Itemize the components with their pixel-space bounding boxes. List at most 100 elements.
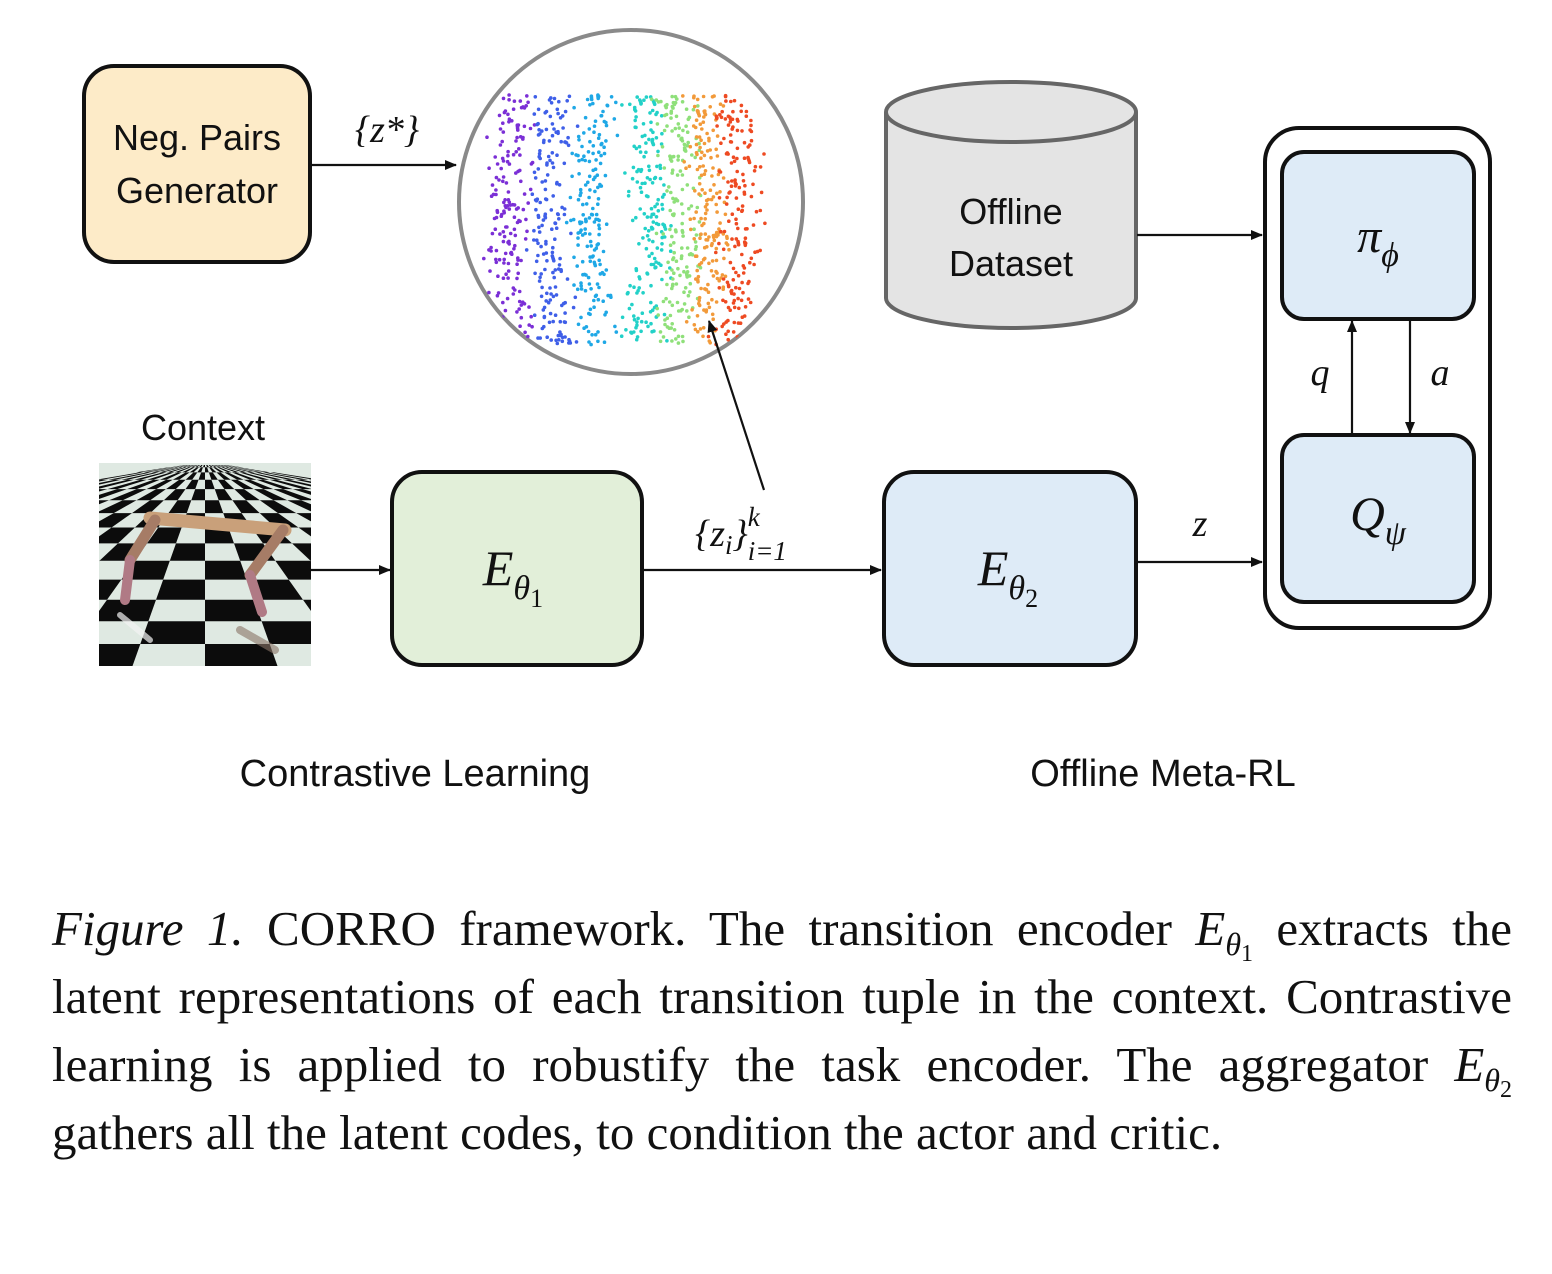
checker-tile: [253, 489, 288, 501]
embedding-point: [724, 320, 728, 324]
embedding-point: [488, 269, 492, 273]
embedding-point: [697, 135, 702, 139]
embedding-point: [512, 227, 517, 232]
embedding-point: [658, 176, 663, 181]
embedding-point: [762, 152, 766, 156]
embedding-point: [542, 138, 546, 143]
checker-tile: [146, 527, 182, 544]
embedding-point: [588, 139, 592, 144]
embedding-point: [682, 142, 687, 147]
embedding-point: [697, 192, 701, 196]
embedding-point: [584, 273, 588, 277]
embedding-point: [587, 216, 592, 220]
embedding-point: [642, 212, 647, 216]
checker-tile: [134, 472, 167, 480]
embedding-point: [669, 159, 674, 163]
embedding-point: [529, 314, 533, 319]
embedding-point: [684, 166, 688, 170]
checker-tile: [224, 472, 244, 480]
embedding-point: [740, 280, 744, 285]
embedding-point: [729, 184, 734, 188]
latents-to-embedding-arrow: [707, 320, 766, 491]
embedding-point: [579, 220, 584, 225]
embedding-point: [592, 130, 596, 134]
offline-dataset-label-line2: Dataset: [949, 243, 1073, 284]
embedding-point: [596, 297, 601, 302]
embedding-point: [707, 136, 711, 141]
embedding-point: [558, 319, 563, 324]
embedding-point: [567, 94, 572, 99]
embedding-point: [502, 338, 506, 342]
embedding-point: [503, 204, 508, 208]
embedding-point: [595, 282, 600, 286]
embedding-point: [639, 319, 644, 324]
checker-tile: [163, 489, 186, 501]
embedding-point: [746, 297, 751, 301]
embedding-point: [648, 111, 652, 115]
embedding-point: [644, 141, 648, 145]
checker-tile: [256, 479, 293, 490]
checker-tile: [165, 479, 186, 490]
embedding-point: [651, 239, 655, 244]
embedding-point: [730, 179, 734, 183]
checker-tile: [205, 479, 215, 490]
checker-tile: [205, 500, 224, 514]
embedding-point: [634, 268, 639, 273]
embedding-point: [553, 268, 558, 272]
embedding-point: [537, 151, 542, 156]
embedding-point: [654, 260, 658, 264]
embedding-point: [693, 247, 698, 251]
checker-tile: [237, 467, 271, 473]
embedding-point: [594, 158, 598, 162]
embedding-point: [734, 217, 738, 221]
caption-text-3: gathers all the latent codes, to conditi…: [52, 1105, 1223, 1160]
embedding-point: [701, 164, 705, 168]
checker-tile: [1240, 644, 1450, 668]
embedding-point: [515, 276, 519, 281]
embedding-point: [736, 226, 740, 231]
embedding-point: [717, 196, 722, 200]
embedding-point: [599, 153, 603, 158]
policy-label: πϕ: [1357, 210, 1399, 274]
embedding-point: [496, 291, 501, 295]
embedding-point: [646, 324, 650, 329]
embedding-point: [728, 260, 733, 265]
embedding-point: [543, 215, 548, 220]
embedding-point: [728, 190, 732, 194]
embedding-point: [502, 261, 506, 265]
embedding-point: [563, 320, 568, 325]
policy-box: πϕ: [1280, 150, 1476, 321]
embedding-point: [519, 303, 524, 307]
embedding-point: [579, 287, 584, 291]
embedding-point: [522, 302, 527, 306]
embedding-point: [649, 300, 653, 305]
embedding-point: [588, 103, 592, 107]
embedding-point: [515, 135, 519, 140]
embedding-point: [648, 310, 653, 314]
embedding-point: [592, 298, 596, 303]
embedding-point: [710, 259, 715, 263]
embedding-point: [652, 102, 657, 107]
embedding-point: [723, 212, 728, 217]
embedding-point: [593, 175, 597, 179]
embedding-point: [536, 167, 541, 171]
embedding-point: [703, 191, 707, 195]
embedding-point: [602, 145, 606, 149]
embedding-point: [540, 223, 544, 228]
embedding-point: [517, 147, 521, 151]
checker-tile: [215, 465, 226, 468]
embedding-point: [739, 298, 744, 303]
embedding-point: [546, 154, 551, 159]
embedding-point: [548, 298, 553, 302]
embedding-point: [497, 113, 502, 118]
caption-figure-number: Figure 1.: [52, 901, 244, 956]
embedding-point: [515, 262, 519, 267]
embedding-point: [516, 256, 520, 260]
embedding-point: [600, 141, 604, 146]
embedding-point: [714, 147, 718, 152]
embedding-point: [536, 121, 540, 126]
checker-tile: [29, 480, 95, 489]
task-latent-label: z: [1192, 503, 1208, 545]
checker-tile: [213, 465, 222, 468]
embedding-point: [549, 338, 553, 342]
